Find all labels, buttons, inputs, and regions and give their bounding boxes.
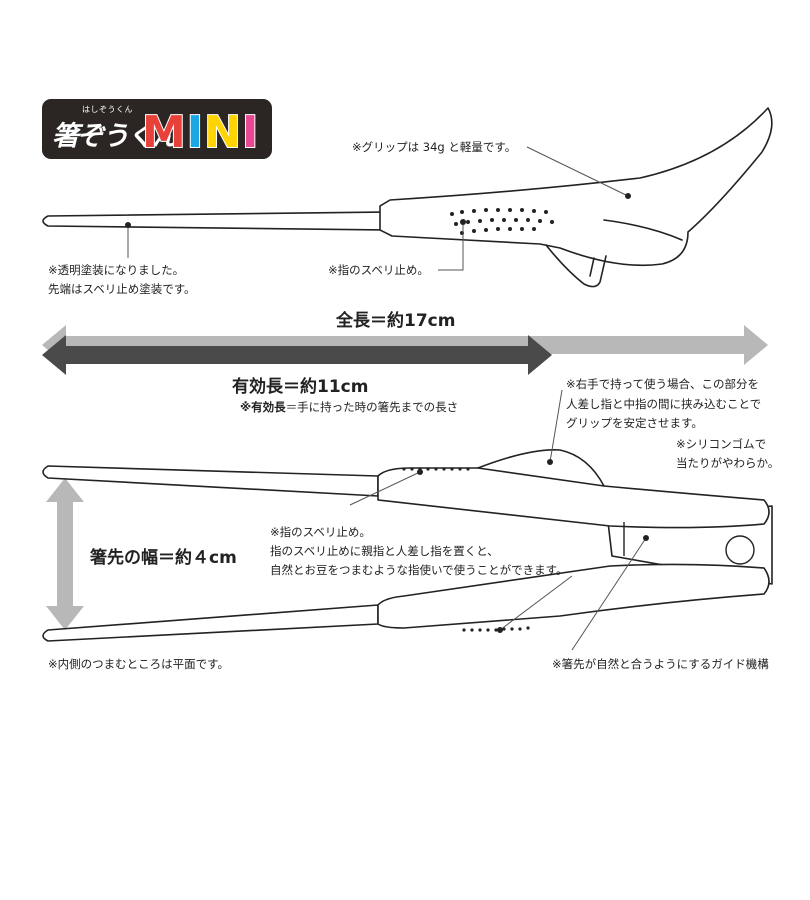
side-upper-grip	[377, 449, 770, 529]
side-lower-stick	[42, 604, 379, 642]
silicone-note-line1: ※シリコンゴムで	[676, 437, 767, 451]
top-grip-contour	[603, 219, 683, 241]
logo-mini-letter-n: N	[203, 106, 242, 159]
right-hand-note-line2: 人差し指と中指の間に挟み込むことで	[566, 397, 762, 411]
logo-ruby-text: はしぞうくん	[82, 105, 133, 114]
side-lower-grip	[377, 563, 770, 629]
finger-stop-note-top: ※指のスベリ止め。	[328, 263, 429, 277]
top-grip-outline	[379, 107, 773, 267]
logo-mini-letter-i2: I	[241, 106, 260, 159]
finger-stop-side-line2: 指のスベリ止めに親指と人差し指を置くと、	[270, 544, 499, 558]
effective-length-definition-text: ＝手に持った時の箸先までの長さ	[285, 400, 459, 414]
effective-length-definition: ※有効長＝手に持った時の箸先までの長さ	[240, 399, 458, 416]
logo-mini-wordmark: MINI	[141, 106, 260, 159]
logo-mini-letter-m: M	[141, 106, 187, 159]
effective-length-label: 有効長＝約11cm	[232, 377, 369, 397]
top-silicone-loop	[545, 244, 607, 288]
tip-width-label: 箸先の幅＝約４cm	[90, 548, 237, 568]
silicone-note-line2: 当たりがやわらか。	[676, 456, 780, 470]
right-hand-note-line1: ※右手で持って使う場合、この部分を	[566, 377, 760, 391]
top-stick-outline	[42, 211, 385, 231]
finger-stop-side-line3: 自然とお豆をつまむような指使いで使うことができます。	[270, 563, 568, 577]
top-finger-grip-dots	[450, 208, 554, 235]
tip-width-arrow	[46, 478, 84, 630]
total-length-label: 全長＝約17cm	[336, 311, 456, 331]
inner-flat-note: ※内側のつまむところは平面です。	[48, 657, 229, 671]
tip-coating-note-line2: 先端はスベリ止め塗装です。	[48, 282, 196, 296]
side-upper-stick	[42, 465, 379, 497]
grip-weight-note: ※グリップは 34g と軽量です。	[352, 140, 517, 154]
product-logo	[42, 99, 272, 159]
logo-product-name: 箸ぞうくん	[52, 121, 179, 152]
side-guide-hole	[725, 535, 755, 565]
logo-mini-letter-i: I	[186, 106, 205, 159]
guide-mechanism-note: ※箸先が自然と合うようにするガイド機構	[552, 657, 769, 671]
effective-length-definition-term: ※有効長	[240, 400, 286, 414]
total-length-arrow	[42, 325, 768, 365]
effective-length-arrow	[42, 335, 552, 375]
tip-coating-note-line1: ※透明塗装になりました。	[48, 263, 185, 277]
finger-stop-side-line1: ※指のスベリ止め。	[270, 525, 371, 539]
right-hand-note-line3: グリップを安定させます。	[566, 416, 703, 430]
